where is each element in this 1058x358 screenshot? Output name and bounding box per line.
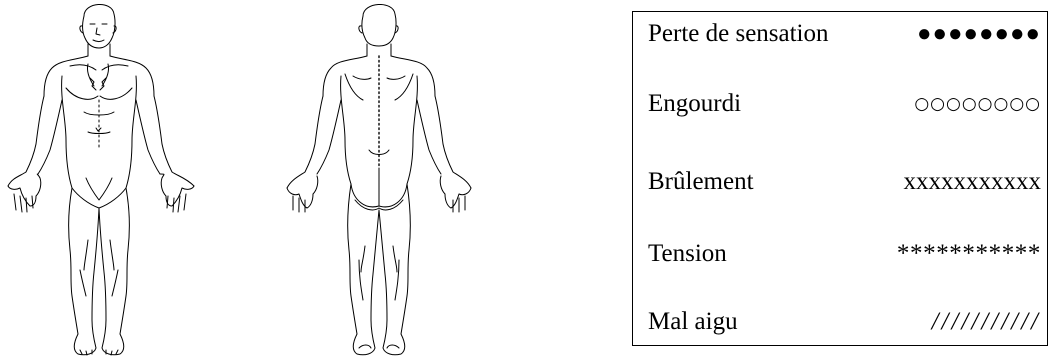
front-right-arm — [154, 96, 194, 186]
legend-label: Engourdi — [648, 84, 741, 124]
legend-label: Mal aigu — [648, 302, 738, 342]
back-body-diagram — [275, 0, 490, 358]
legend-pattern-open-circles: ○○○○○○○○ — [914, 84, 1041, 124]
legend-row-burning: Brûlement xxxxxxxxxxx — [633, 162, 1047, 202]
legend-pattern-filled-dots: ●●●●●●●● — [917, 14, 1041, 54]
legend-row-numb: Engourdi ○○○○○○○○ — [633, 84, 1047, 124]
legend-row-tension: Tension *********** — [633, 234, 1047, 274]
legend-label: Perte de sensation — [648, 14, 829, 54]
legend-label: Tension — [648, 234, 727, 274]
back-torso — [341, 76, 351, 184]
legend-label: Brûlement — [648, 162, 754, 202]
front-left-leg — [69, 188, 96, 355]
front-right-leg — [102, 188, 129, 355]
symptom-legend: Perte de sensation ●●●●●●●● Engourdi ○○○… — [632, 11, 1048, 346]
back-head — [362, 4, 396, 46]
legend-pattern-x-marks: xxxxxxxxxxx — [904, 162, 1042, 202]
legend-pattern-slashes: /////////// — [932, 302, 1041, 342]
legend-row-loss-of-sensation: Perte de sensation ●●●●●●●● — [633, 14, 1047, 54]
back-left-arm — [287, 96, 323, 188]
back-right-arm — [435, 96, 471, 188]
front-torso — [44, 56, 88, 96]
front-body-diagram — [0, 0, 215, 358]
legend-pattern-asterisks: *********** — [897, 234, 1041, 274]
legend-row-sharp-pain: Mal aigu /////////// — [633, 302, 1047, 342]
